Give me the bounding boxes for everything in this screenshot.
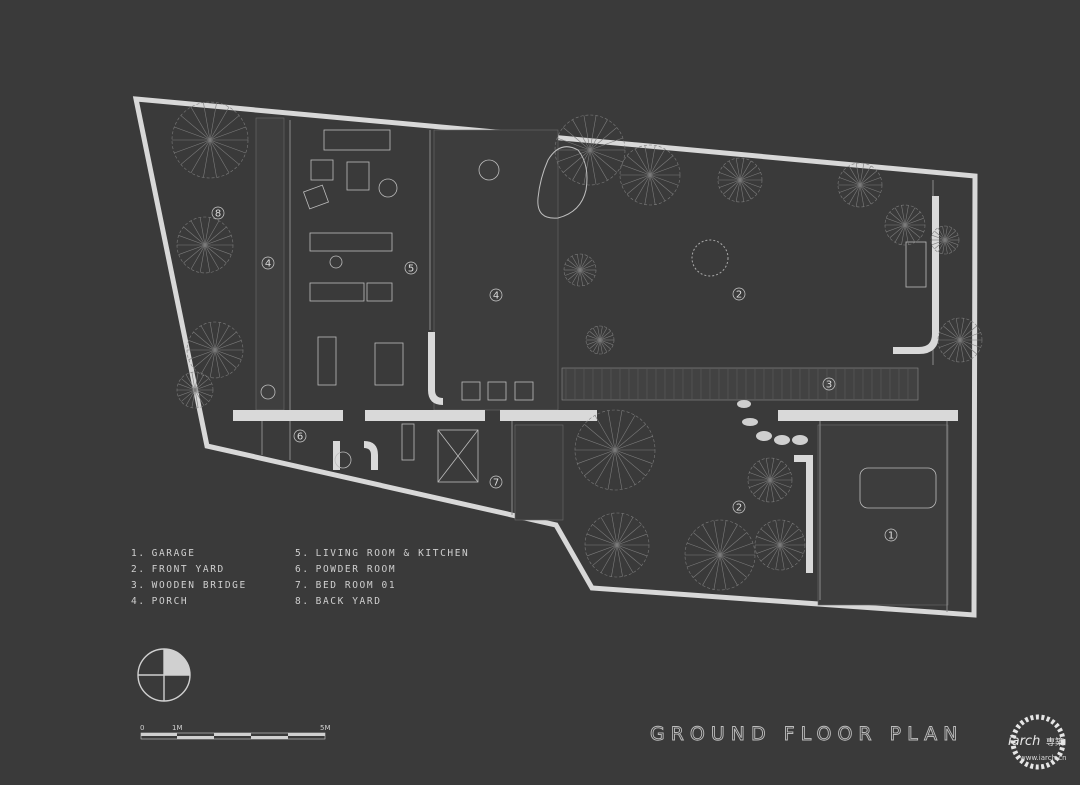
legend-num: 2.	[131, 564, 146, 575]
wooden-bridge-planks	[565, 369, 909, 399]
legend-label: WOODEN BRIDGE	[152, 580, 247, 591]
tree	[684, 519, 756, 591]
svg-text:7.BED ROOM 01: 7. BED ROOM 01	[295, 580, 396, 591]
legend-num: 6.	[295, 564, 310, 575]
room-num-2b: 2	[736, 503, 742, 514]
room-num-8: 8	[215, 209, 221, 220]
legend-num: 1.	[131, 548, 146, 559]
watermark-brand: iarch	[1008, 734, 1040, 749]
scale-bar: 0 1M 5M	[140, 724, 331, 740]
legend-num: 8.	[295, 596, 310, 607]
watermark-url: www.iarch.cn	[1020, 754, 1067, 762]
watermark-logo: iarch 専築 www.iarch.cn	[1008, 714, 1067, 770]
svg-text:8.BACK YARD: 8. BACK YARD	[295, 596, 382, 607]
scale-five: 5M	[320, 724, 331, 732]
tree	[171, 101, 249, 179]
legend: 1. GARAGE 2. FRONT YARD 3. WOODEN BRIDGE 4.…	[131, 548, 469, 607]
tree	[585, 325, 615, 355]
north-arrow-icon	[137, 648, 191, 702]
tree	[884, 204, 926, 246]
site-boundary	[132, 96, 978, 618]
furniture	[260, 129, 937, 509]
legend-label: PORCH	[152, 596, 189, 607]
legend-num: 7.	[295, 580, 310, 591]
legend-num: 4.	[131, 596, 146, 607]
tree	[717, 157, 763, 203]
svg-text:2.FRONT YARD: 2. FRONT YARD	[131, 564, 225, 575]
svg-text:5.LIVING ROOM & KITCHEN: 5. LIVING ROOM & KITCHEN	[295, 548, 469, 559]
scale-one: 1M	[172, 724, 183, 732]
legend-num: 5.	[295, 548, 310, 559]
legend-label: BED ROOM 01	[316, 580, 397, 591]
legend-label: POWDER ROOM	[316, 564, 397, 575]
room-labels: 1 2 2 3 4 4 5 6 7 8	[211, 206, 898, 542]
legend-label: BACK YARD	[316, 596, 382, 607]
svg-text:6.POWDER ROOM: 6. POWDER ROOM	[295, 564, 396, 575]
round-table	[691, 239, 729, 277]
legend-label: LIVING ROOM & KITCHEN	[316, 548, 470, 559]
legend-num: 3.	[131, 580, 146, 591]
legend-label: GARAGE	[152, 548, 196, 559]
room-num-4a: 4	[265, 259, 271, 270]
tree	[554, 114, 626, 186]
room-num-4b: 4	[493, 291, 499, 302]
tree	[754, 519, 806, 571]
tree	[176, 371, 214, 409]
room-num-7: 7	[493, 478, 499, 489]
stepping-stones	[737, 400, 808, 445]
tree	[747, 457, 793, 503]
tree	[574, 409, 656, 491]
svg-text:4.PORCH: 4. PORCH	[131, 596, 188, 607]
scale-zero: 0	[140, 724, 144, 732]
plan-title: GROUND FLOOR PLAN	[650, 723, 963, 745]
tree	[937, 317, 983, 363]
room-num-1: 1	[888, 531, 894, 542]
tree	[584, 512, 650, 578]
tree	[837, 162, 883, 208]
tree	[619, 144, 681, 206]
tree	[563, 253, 597, 287]
legend-label: FRONT YARD	[152, 564, 225, 575]
tree	[930, 225, 960, 255]
room-num-2a: 2	[736, 290, 742, 301]
tree	[186, 321, 244, 379]
room-num-6: 6	[297, 432, 303, 443]
svg-text:1.GARAGE: 1. GARAGE	[131, 548, 196, 559]
room-num-5: 5	[408, 264, 414, 275]
room-num-3: 3	[826, 380, 832, 391]
vegetation	[171, 101, 983, 591]
tree	[176, 216, 234, 274]
watermark-cn: 専築	[1046, 736, 1064, 748]
pond	[537, 146, 588, 219]
svg-text:3.WOODEN BRIDGE: 3. WOODEN BRIDGE	[131, 580, 247, 591]
